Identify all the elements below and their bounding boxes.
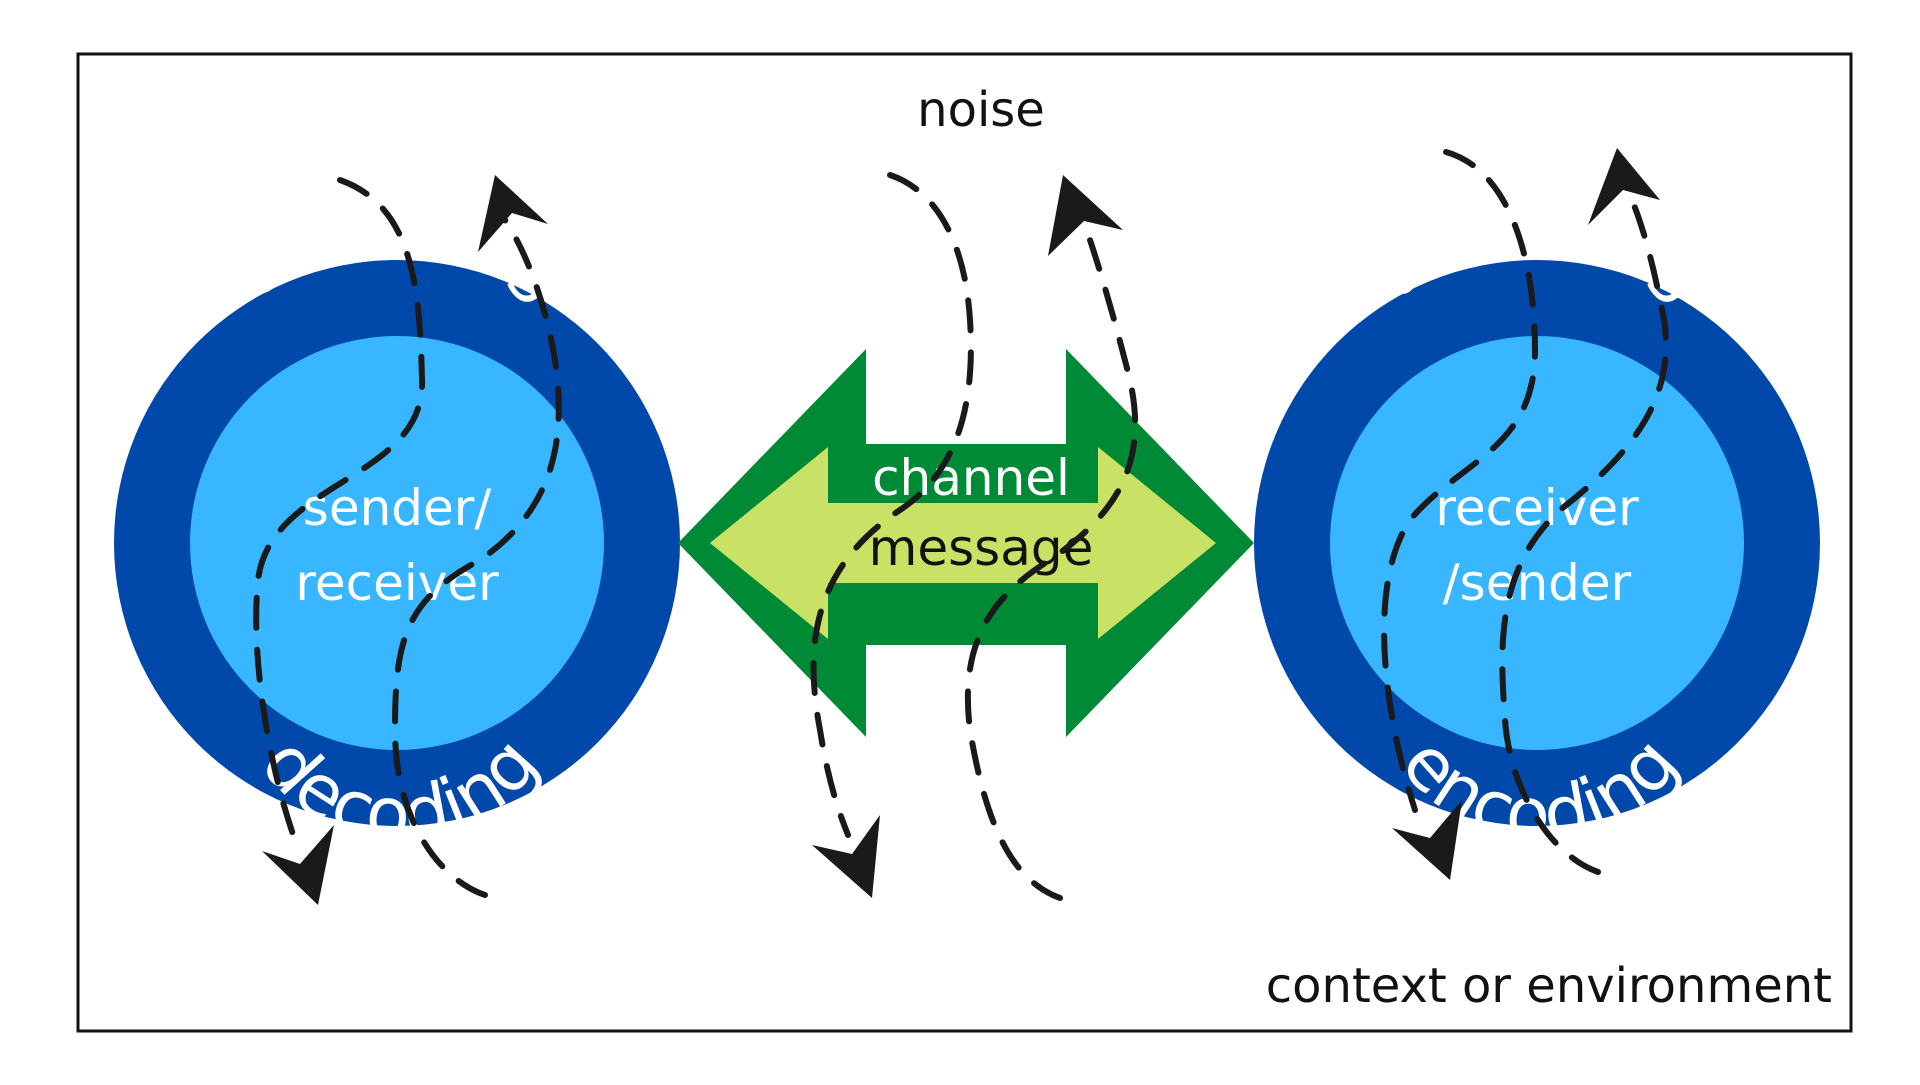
- channel-arrow-bar-bottom: [866, 583, 1066, 645]
- noise-arrowhead-mid-2: [1048, 175, 1123, 256]
- noise-line-mid-2: [964, 237, 1139, 901]
- noise-line-right-2: [1499, 197, 1669, 875]
- noise-line-right-1: [1381, 149, 1539, 813]
- noise-label: noise: [917, 82, 1045, 138]
- sender-node: [114, 260, 680, 826]
- noise-arrowhead-right-2: [1588, 148, 1660, 225]
- noise-arrowhead-left-2: [478, 175, 548, 252]
- noise-arrowhead-left-1: [262, 825, 334, 905]
- message-label: message: [869, 519, 1094, 577]
- channel-arrow-center: [828, 503, 1098, 583]
- noise-arrowhead-mid-1: [812, 815, 880, 898]
- left-inner-disc: [190, 336, 604, 750]
- channel-label: channel: [872, 449, 1070, 507]
- right-inner-disc: [1330, 336, 1744, 750]
- receiver-node: [1254, 260, 1820, 826]
- left-center-line2: receiver: [295, 554, 499, 612]
- noise-line-left-2: [391, 217, 562, 898]
- context-label: context or environment: [1266, 958, 1832, 1014]
- channel-arrow-bar-top: [866, 444, 1066, 504]
- context-border: [76, 52, 1853, 1033]
- noise-line-mid-1: [810, 172, 974, 838]
- noise-line-left-1: [253, 177, 426, 843]
- right-center-line2: /sender: [1443, 554, 1632, 612]
- noise-arrowhead-right-1: [1392, 800, 1462, 880]
- right-center-line1: receiver: [1435, 479, 1639, 537]
